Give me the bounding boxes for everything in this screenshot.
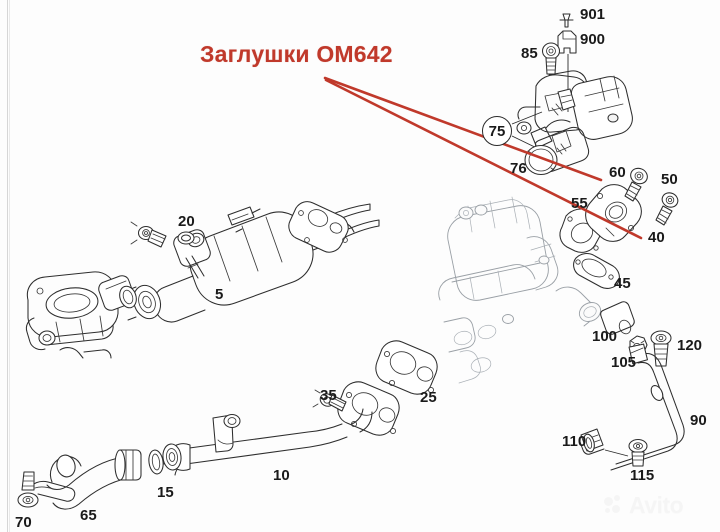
part-5-dpf-assembly	[127, 201, 380, 323]
part-120-bolt	[650, 330, 672, 367]
part-110-washer	[583, 433, 595, 453]
part-85-bolt	[541, 42, 561, 75]
left-edge-line-1	[7, 0, 8, 532]
dpf-sensor-bolt	[130, 221, 167, 248]
egr-connector-stub	[557, 88, 576, 111]
part-label-105: 105	[611, 354, 637, 371]
part-label-5: 5	[215, 286, 224, 303]
arrow-line-lower	[324, 78, 643, 240]
part-label-65: 65	[80, 507, 97, 524]
part-15-gasket-ring	[148, 449, 164, 475]
part-900-plug	[557, 30, 577, 54]
part-label-50: 50	[661, 171, 678, 188]
part-label-55: 55	[571, 195, 588, 212]
turbo-housing-left	[25, 271, 137, 359]
part-label-110: 110	[562, 433, 587, 450]
part-label-10: 10	[273, 467, 290, 484]
part-label-90: 90	[690, 412, 707, 429]
part-label-115: 115	[630, 467, 655, 484]
part-label-85: 85	[521, 45, 538, 62]
part-label-45: 45	[614, 275, 631, 292]
part-label-900: 900	[580, 31, 606, 48]
left-edge-line-2	[9, 0, 10, 532]
part-label-76: 76	[510, 160, 527, 177]
part-35-bolt	[312, 389, 347, 412]
part-label-70: 70	[15, 514, 32, 531]
part-65-return-pipe	[27, 449, 142, 510]
part-label-40: 40	[648, 229, 665, 246]
egr-motor-housing	[570, 75, 633, 140]
part-45-gasket	[573, 253, 620, 289]
part-100-sleeve	[600, 301, 635, 335]
part-115-bolt	[604, 438, 648, 467]
part-label-25: 25	[420, 389, 437, 406]
part-label-35: 35	[320, 387, 337, 404]
part-10-exhaust-pipe	[162, 381, 400, 476]
part-label-120: 120	[677, 337, 703, 354]
egr-cooler-manifold-grey	[438, 196, 602, 384]
part-label-60: 60	[609, 164, 626, 181]
part-76-seal-ring	[524, 144, 558, 176]
part-40-flange	[585, 184, 642, 242]
part-label-901: 901	[580, 6, 606, 23]
red-annotation-arrows	[323, 76, 643, 240]
part-20-oring	[177, 231, 195, 245]
part-60-bolt	[624, 167, 648, 202]
part-70-bolt	[17, 471, 39, 508]
page-title: Заглушки ОМ642	[200, 41, 393, 67]
part-50-bolt	[655, 192, 679, 226]
part-label-100: 100	[592, 328, 618, 345]
callout-75: 75	[482, 116, 512, 146]
part-label-20: 20	[178, 213, 195, 230]
part-label-15: 15	[157, 484, 174, 501]
egr-actuator-assembly	[516, 13, 633, 173]
arrow-line-upper	[323, 76, 603, 182]
egr-actuator-skirt	[534, 126, 590, 173]
part-901-clip	[559, 13, 574, 28]
dpf-rear-flange	[288, 201, 349, 253]
part-25-gasket	[375, 340, 438, 395]
callout-75-label: 75	[488, 122, 506, 140]
